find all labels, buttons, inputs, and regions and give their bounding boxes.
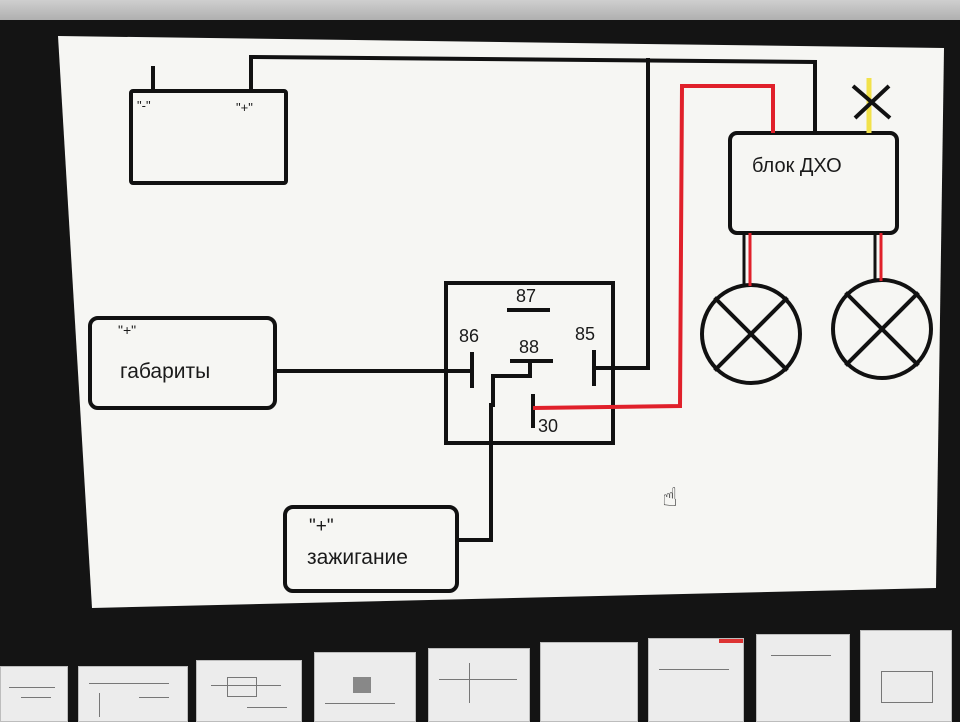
thumbnail-3[interactable] bbox=[196, 660, 302, 722]
relay-pin-86-label: 86 bbox=[459, 326, 480, 346]
relay-pin-85-label: 85 bbox=[575, 324, 596, 344]
thumbnail-8[interactable] bbox=[756, 634, 850, 722]
relay-box bbox=[444, 281, 615, 445]
thumbnail-4[interactable] bbox=[314, 652, 416, 722]
battery-plus-label: "+" bbox=[236, 100, 253, 115]
battery-box bbox=[129, 89, 288, 185]
relay-switch-arm bbox=[491, 362, 532, 407]
ignition-label: зажигание bbox=[307, 546, 408, 569]
relay-pin-30-label: 30 bbox=[538, 416, 559, 436]
thumbnail-1[interactable] bbox=[0, 666, 68, 722]
parking-lights-plus-label: "+" bbox=[118, 322, 137, 338]
diagram-page bbox=[58, 36, 944, 608]
thumbnail-6[interactable] bbox=[540, 642, 638, 722]
relay-pin-88-label: 88 bbox=[519, 337, 540, 357]
drl-unit-box bbox=[728, 131, 899, 235]
hand-cursor-icon: ☝ bbox=[662, 482, 678, 512]
battery-minus-label: "-" bbox=[137, 98, 151, 113]
ignition-plus-label: "+" bbox=[309, 516, 334, 537]
parking-lights-box bbox=[88, 316, 277, 410]
wire-cut-icon bbox=[851, 78, 892, 133]
thumbnail-2[interactable] bbox=[78, 666, 188, 722]
drl-unit-label: блок ДХО bbox=[752, 155, 842, 177]
thumbnail-9[interactable] bbox=[860, 630, 952, 722]
wire-red-relay30-to-drl bbox=[532, 84, 775, 410]
thumbnail-5[interactable] bbox=[428, 648, 530, 722]
ignition-box bbox=[283, 505, 459, 593]
wire-ignition-to-relay bbox=[455, 403, 493, 542]
relay-pin-87-label: 87 bbox=[516, 286, 537, 306]
parking-lights-label: габариты bbox=[120, 360, 211, 383]
thumbnail-7[interactable] bbox=[648, 638, 744, 722]
wire-battery-plus bbox=[249, 54, 817, 135]
thumbnail-strip bbox=[0, 628, 960, 722]
